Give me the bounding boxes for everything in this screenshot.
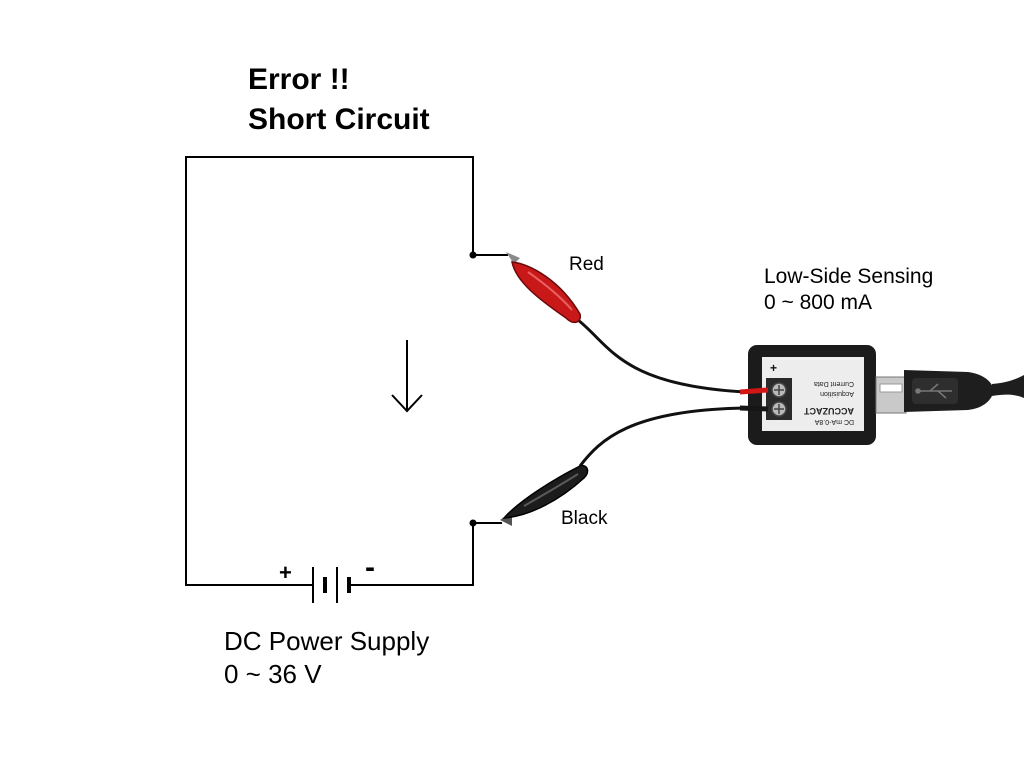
black-lead-wire [578,406,746,467]
module-model-text: DC mA-0.8A [814,418,854,425]
module-acquisition-text: Acquisition [820,390,854,397]
red-lead-wire [577,318,746,394]
current-direction-arrow-icon [391,340,423,413]
usb-connector-icon [875,370,1024,414]
short-circuit-wire [185,156,474,586]
battery-plus-sign: + [279,560,292,585]
module-plus-mark: + [770,361,777,375]
error-title-line2: Short Circuit [248,103,430,136]
sensing-caption-line2: 0 ~ 800 mA [764,291,872,314]
module-current-data-text: Current Data [814,380,854,387]
battery-symbol-icon [312,567,351,603]
red-lead-label: Red [569,254,604,275]
module-brand-text: ACCUZACT [804,406,854,416]
power-supply-caption: DC Power Supply 0 ~ 36 V [224,625,429,691]
red-alligator-clip [506,252,582,324]
error-title: Error !! Short Circuit [248,60,430,140]
current-sensor-module: DC mA-0.8A ACCUZACT Acquisition Current … [739,345,876,445]
power-supply-caption-line1: DC Power Supply [224,626,430,656]
battery-minus-sign: - [365,551,375,584]
sensing-caption: Low-Side Sensing 0 ~ 800 mA [764,264,933,316]
error-title-line1: Error !! [248,63,350,96]
power-supply-caption-line2: 0 ~ 36 V [224,659,322,689]
sensing-caption-line1: Low-Side Sensing [764,265,934,288]
black-lead-label: Black [561,508,608,529]
black-alligator-clip [500,464,589,526]
battery-return-wire [350,523,474,586]
